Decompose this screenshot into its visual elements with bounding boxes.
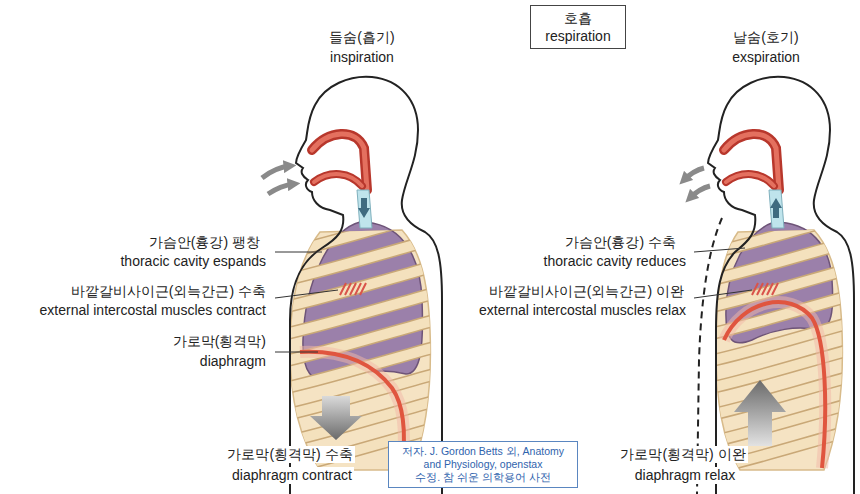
title-box: 호흡respiration [530, 5, 625, 49]
rib-outline [710, 213, 857, 469]
diaphragm-band [724, 302, 825, 468]
phase-heading: 날숨(호기) [731, 29, 800, 46]
leader-line [275, 252, 322, 253]
diaphragm-arrow [734, 380, 786, 446]
phase-heading: exspiration [730, 49, 802, 66]
intercostal-muscle [340, 283, 366, 295]
inspiration-figure [262, 77, 442, 494]
diaphragm-arrow [310, 396, 362, 440]
callout-label: 가로막(횡격막) 이완 [618, 446, 747, 463]
box-text: 저자. J. Gordon Betts 외, Anatomy and Physi… [393, 445, 573, 471]
leader-line [275, 352, 318, 353]
callout-label: external intercostal muscles contract [38, 302, 268, 319]
callout-label: diaphragm contract [230, 467, 354, 484]
intercostal-muscle [752, 283, 778, 295]
leader-line [694, 248, 745, 252]
callout-label: 가슴안(흉강) 팽창 [147, 234, 262, 251]
leader-line [275, 290, 338, 298]
ribs [285, 213, 432, 469]
leader-line [694, 290, 752, 298]
callout-label: 가로막(횡격막) [171, 333, 268, 350]
rib-outline [285, 213, 432, 469]
airflow-arrow [770, 198, 782, 218]
box-text: respiration [545, 27, 610, 45]
callout-label: external intercostal muscles relax [477, 302, 688, 319]
leader-lines [275, 248, 752, 352]
callout-label: diaphragm relax [633, 467, 737, 484]
airflow-arrow [268, 184, 294, 194]
box-text: 수정. 참 쉬운 의학용어 사전 [393, 471, 573, 484]
airflow-arrow [690, 186, 710, 198]
airflow-arrow [684, 168, 704, 180]
callout-label: 가슴안(흉강) 수축 [563, 234, 678, 251]
callout-label: thoracic cavity espands [118, 253, 268, 270]
callout-label: 바깥갈비사이근(외늑간근) 이완 [487, 283, 686, 300]
callout-label: diaphragm [198, 353, 268, 370]
airflow-arrow [358, 198, 370, 218]
credit-box: 저자. J. Gordon Betts 외, Anatomy and Physi… [388, 441, 578, 488]
callout-label: 가로막(횡격막) 수축 [225, 446, 354, 463]
callout-label: thoracic cavity reduces [542, 253, 688, 270]
phase-heading: inspiration [328, 49, 396, 66]
expiration-figure [684, 77, 857, 494]
phase-heading: 들숨(흡기) [327, 29, 396, 46]
box-text: 호흡 [545, 9, 610, 27]
rib-fill [710, 213, 857, 469]
body-outline [290, 77, 442, 494]
callout-label: 바깥갈비사이근(외늑간근) 수축 [69, 283, 268, 300]
diaphragm-line [724, 302, 825, 468]
body-outline [708, 77, 854, 494]
airflow-arrow [262, 166, 290, 178]
rib-fill [285, 213, 432, 469]
ribs [710, 213, 857, 469]
